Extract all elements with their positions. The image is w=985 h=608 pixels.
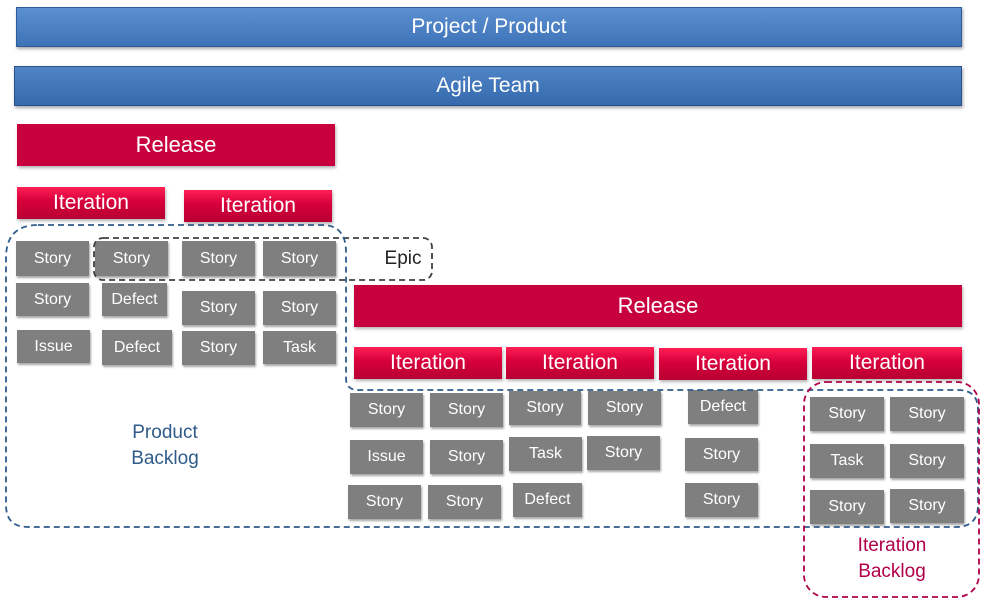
iteration-bar: Iteration xyxy=(354,347,502,379)
work-item-card: Story xyxy=(587,436,660,470)
work-item-card: Story xyxy=(182,241,255,276)
work-item-card: Story xyxy=(890,489,964,523)
work-item-card: Task xyxy=(509,437,582,471)
epic-label: Epic xyxy=(384,248,422,269)
work-item-card: Task xyxy=(810,444,884,478)
work-item-card: Story xyxy=(588,391,661,425)
iteration-bar: Iteration xyxy=(812,347,962,379)
iteration-bar: Iteration xyxy=(184,190,332,222)
product-backlog-label-line: Product xyxy=(132,422,198,443)
project-product-bar: Project / Product xyxy=(16,7,962,47)
work-item-card: Story xyxy=(685,438,758,471)
iteration-bar: Iteration xyxy=(17,187,165,219)
work-item-card: Story xyxy=(810,490,884,524)
work-item-card: Story xyxy=(182,331,255,365)
iteration-bar: Iteration xyxy=(659,348,807,380)
work-item-card: Defect xyxy=(102,283,167,316)
work-item-card: Story xyxy=(16,283,89,316)
work-item-card: Story xyxy=(263,241,336,276)
work-item-card: Story xyxy=(685,483,758,517)
work-item-card: Issue xyxy=(17,330,90,363)
work-item-card: Story xyxy=(509,391,581,425)
work-item-card: Issue xyxy=(350,440,423,474)
work-item-card: Story xyxy=(430,440,503,474)
release-bar: Release xyxy=(17,124,335,166)
release-bar: Release xyxy=(354,285,962,327)
work-item-card: Story xyxy=(182,291,255,325)
work-item-card: Story xyxy=(890,444,964,478)
work-item-card: Story xyxy=(16,241,89,276)
iteration-backlog-label-line: Iteration xyxy=(857,535,927,556)
work-item-card: Story xyxy=(350,393,423,427)
work-item-card: Task xyxy=(263,331,336,364)
work-item-card: Defect xyxy=(102,330,172,365)
work-item-card: Story xyxy=(890,397,964,431)
product-backlog-label-line: Backlog xyxy=(131,448,199,469)
work-item-card: Defect xyxy=(513,483,582,517)
work-item-card: Story xyxy=(430,393,503,427)
work-item-card: Story xyxy=(263,291,336,325)
iteration-bar: Iteration xyxy=(506,347,654,379)
work-item-card: Story xyxy=(428,485,501,519)
work-item-card: Story xyxy=(810,397,884,431)
iteration-backlog-label-line: Backlog xyxy=(858,561,926,582)
agile-team-bar: Agile Team xyxy=(14,66,962,106)
work-item-card: Story xyxy=(348,485,421,519)
work-item-card: Story xyxy=(95,241,168,276)
product-backlog-label: Product Backlog xyxy=(110,420,220,472)
work-item-card: Defect xyxy=(688,390,758,424)
iteration-backlog-label: Iteration Backlog xyxy=(832,533,952,585)
